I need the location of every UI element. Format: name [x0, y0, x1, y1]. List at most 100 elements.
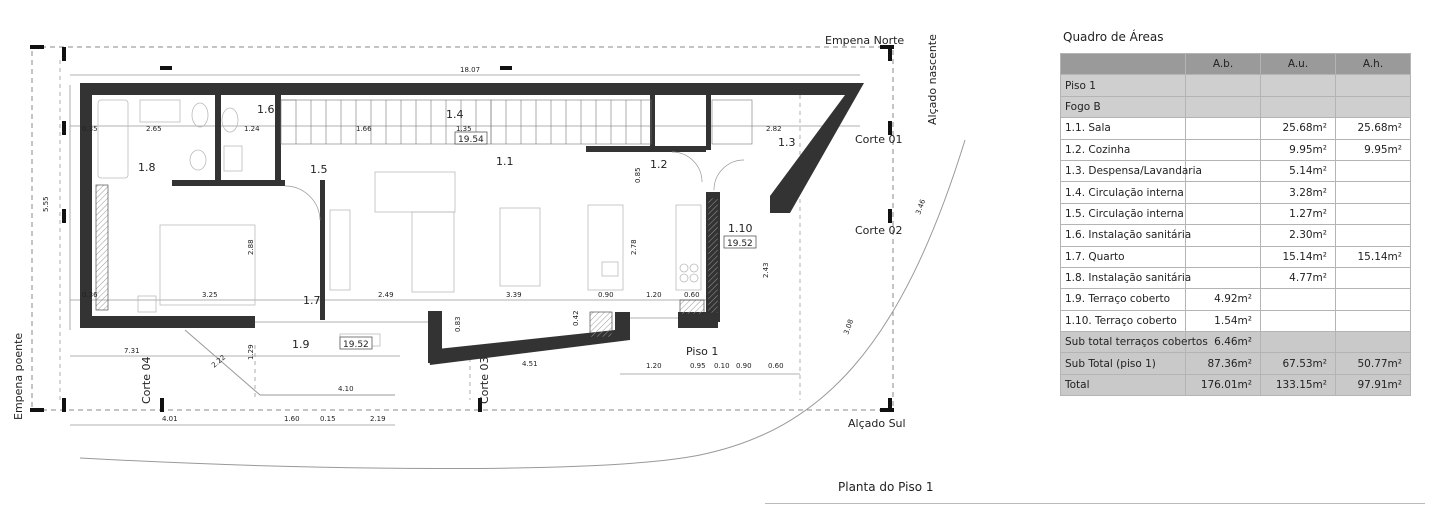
dim-d17: 4.51 [522, 360, 538, 368]
header-name [1060, 52, 1186, 76]
dim-d10: 0.60 [684, 291, 700, 299]
dim-d9: 1.20 [646, 291, 662, 299]
row-au [1260, 309, 1336, 333]
dim-d16: 4.10 [338, 385, 354, 393]
row-name: 1.10. Terraço coberto [1060, 309, 1186, 333]
row-ah [1335, 309, 1411, 333]
row-au: 3.28m² [1260, 181, 1336, 204]
dim-d31: 0.36 [82, 291, 98, 299]
areas-table-title: Quadro de Áreas [1063, 30, 1164, 44]
dim-d3: 1.24 [244, 125, 260, 133]
row-au: 15.14m² [1260, 245, 1336, 268]
row-au: 9.95m² [1260, 138, 1336, 161]
row-ab: 4.92m² [1185, 288, 1261, 311]
dim-d8: 0.90 [598, 291, 614, 299]
table-row: 1.3. Despensa/Lavandaria 5.14m² [1060, 159, 1411, 183]
row-au: 133.15m² [1260, 373, 1336, 397]
dim-d7: 3.39 [506, 291, 522, 299]
dim-d27: 3.08 [842, 318, 855, 335]
dim-d29: 1.29 [247, 344, 255, 360]
row-name: 1.5. Circulação interna [1060, 202, 1186, 226]
table-row: 1.7. Quarto 15.14m² 15.14m² [1060, 245, 1411, 268]
row-ah [1335, 159, 1411, 183]
level-box-a: 19.54 [458, 135, 484, 145]
dim-d34: 0.85 [634, 167, 642, 183]
dim-d30: 3.46 [914, 198, 927, 216]
row-name: 1.3. Despensa/Lavandaria [1060, 159, 1202, 183]
row-au: 5.14m² [1260, 159, 1336, 183]
table-row: 1.1. Sala 25.68m² 25.68m² [1060, 117, 1411, 140]
dim-d22: 1.20 [646, 362, 662, 370]
row-ah [1335, 224, 1411, 247]
row-ab: 87.36m² [1185, 352, 1261, 375]
dim-d19: 1.60 [284, 415, 300, 423]
dim-d28: 2.43 [762, 262, 770, 278]
subtotal-floor-row: Sub Total (piso 1) 87.36m² 67.53m² 50.77… [1060, 352, 1411, 375]
row-name: 1.6. Instalação sanitária [1060, 224, 1191, 247]
room-labels: 1.1 1.2 1.3 1.4 1.5 1.6 1.7 1.8 1.9 1.10 [138, 103, 796, 351]
table-row: 1.10. Terraço coberto 1.54m² [1060, 309, 1411, 333]
band-label: Fogo B [1060, 95, 1186, 119]
dim-d21: 2.19 [370, 415, 386, 423]
room-1-7-label: 1.7 [303, 294, 321, 307]
header-ab: A.b. [1185, 52, 1261, 76]
south-elevation-label: Alçado Sul [848, 417, 906, 430]
section-01-label: Corte 01 [855, 133, 903, 146]
row-au: 4.77m² [1260, 266, 1336, 290]
section-04-label: Corte 04 [140, 356, 153, 404]
row-au: 67.53m² [1260, 352, 1336, 375]
site-curve [79, 139, 966, 470]
dim-d4: 1.66 [356, 125, 372, 133]
row-ab: 176.01m² [1185, 373, 1261, 397]
row-ab: 1.54m² [1185, 309, 1261, 333]
dim-d25: 0.90 [736, 362, 752, 370]
row-name: 1.9. Terraço coberto [1060, 288, 1186, 311]
section-02-label: Corte 02 [855, 224, 903, 237]
dim-d24: 0.10 [714, 362, 730, 370]
room-1-8-label: 1.8 [138, 161, 156, 174]
room-1-4-label: 1.4 [446, 108, 464, 121]
dim-d6: 2.82 [766, 125, 782, 133]
caption-rule [765, 503, 1425, 504]
room-1-9-label: 1.9 [292, 338, 310, 351]
level-box-c: 19.52 [727, 239, 753, 249]
row-ah: 15.14m² [1335, 245, 1411, 268]
areas-table: A.b. A.u. A.h. Piso 1 Fogo B 1.1. Sala 2… [1060, 52, 1411, 397]
room-1-1-label: 1.1 [496, 155, 514, 168]
row-name: Total [1060, 373, 1186, 397]
dim-d20: 0.15 [320, 415, 336, 423]
row-name: Sub total terraços cobertos [1060, 331, 1208, 354]
subtotal-terraces-row: Sub total terraços cobertos 6.46m² [1060, 331, 1411, 354]
row-ab [1185, 224, 1261, 247]
table-row: 1.6. Instalação sanitária 2.30m² [1060, 224, 1411, 247]
dim-d15: 7.31 [124, 347, 140, 355]
section-03-label: Corte 03 [478, 356, 491, 404]
band-row-floor: Piso 1 [1060, 74, 1411, 97]
level-box-b: 19.52 [343, 340, 369, 350]
room-1-2-label: 1.2 [650, 158, 668, 171]
row-name: 1.1. Sala [1060, 117, 1186, 140]
row-ab [1185, 266, 1261, 290]
dim-d12: 2.49 [378, 291, 394, 299]
room-1-5-label: 1.5 [310, 163, 328, 176]
room-1-6-label: 1.6 [257, 103, 275, 116]
dim-d5: 1.35 [456, 125, 472, 133]
table-row: 1.5. Circulação interna 1.27m² [1060, 202, 1411, 226]
row-ah: 25.68m² [1335, 117, 1411, 140]
doors [255, 151, 745, 323]
table-row: 1.4. Circulação interna 3.28m² [1060, 181, 1411, 204]
row-au: 25.68m² [1260, 117, 1336, 140]
dimension-lines [59, 60, 860, 426]
row-ab [1185, 117, 1261, 140]
areas-header-row: A.b. A.u. A.h. [1060, 52, 1411, 76]
row-ah: 97.91m² [1335, 373, 1411, 397]
row-au: 1.27m² [1260, 202, 1336, 226]
dim-d26: 0.60 [768, 362, 784, 370]
row-ab [1185, 245, 1261, 268]
row-au [1260, 288, 1336, 311]
row-name: 1.4. Circulação interna [1060, 181, 1186, 204]
row-au [1260, 331, 1336, 354]
dim-d33: 0.42 [572, 310, 580, 326]
west-facade-label: Empena poente [12, 333, 25, 420]
table-row: 1.9. Terraço coberto 4.92m² [1060, 288, 1411, 311]
